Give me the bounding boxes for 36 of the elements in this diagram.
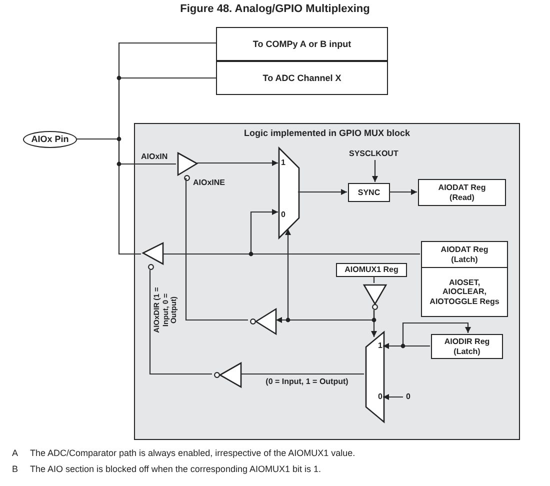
connector-line (185, 178, 248, 321)
input-number: 0 (378, 393, 382, 401)
arrow (298, 189, 347, 195)
figure-title: Figure 48. Analog/GPIO Multiplexing (179, 3, 371, 15)
arrow (402, 322, 471, 347)
register-box: AIODIR Reg (Latch) (431, 334, 503, 359)
input-number: 1 (378, 342, 382, 350)
output-box: To COMPy A or B input (216, 27, 388, 61)
signal-name: AIOxIN (141, 153, 168, 161)
register-box: AIOMUX1 Reg (336, 263, 407, 277)
constant-value: 0 (406, 393, 410, 401)
signal-name: AIOxINE (193, 179, 226, 187)
footnote-letter: B (12, 464, 18, 474)
pin-ellipse: AIOx Pin (23, 131, 77, 148)
output-box: To ADC Channel X (216, 61, 388, 95)
register-box: AIODAT Reg (Latch) (421, 241, 508, 268)
signal-name: SYSCLKOUT (349, 150, 398, 158)
connector-line (373, 276, 375, 283)
arrow (383, 394, 403, 400)
arrow (285, 229, 375, 321)
block-title: Logic implemented in GPIO MUX block (242, 128, 412, 138)
footnote-text: The ADC/Comparator path is always enabled, irrespective of the AIOMUX1 value. (30, 448, 356, 458)
logic-block (134, 123, 520, 440)
connector-line (241, 373, 364, 375)
register-box: AIODAT Reg (Read) (418, 179, 506, 206)
connector-line (149, 270, 212, 375)
footnote-letter: A (12, 448, 18, 458)
input-number: 0 (281, 211, 286, 219)
arrow (197, 160, 278, 166)
arrow (372, 160, 378, 182)
footnote-text: The AIO section is blocked off when the corresponding AIOMUX1 bit is 1. (30, 464, 321, 474)
input-number: 1 (281, 159, 286, 167)
register-box: AIOSET, AIOCLEAR, AIOTOGGLE Regs (421, 267, 508, 317)
arrow (371, 310, 377, 337)
sync-box: SYNC (348, 183, 390, 202)
arrow (389, 189, 417, 195)
